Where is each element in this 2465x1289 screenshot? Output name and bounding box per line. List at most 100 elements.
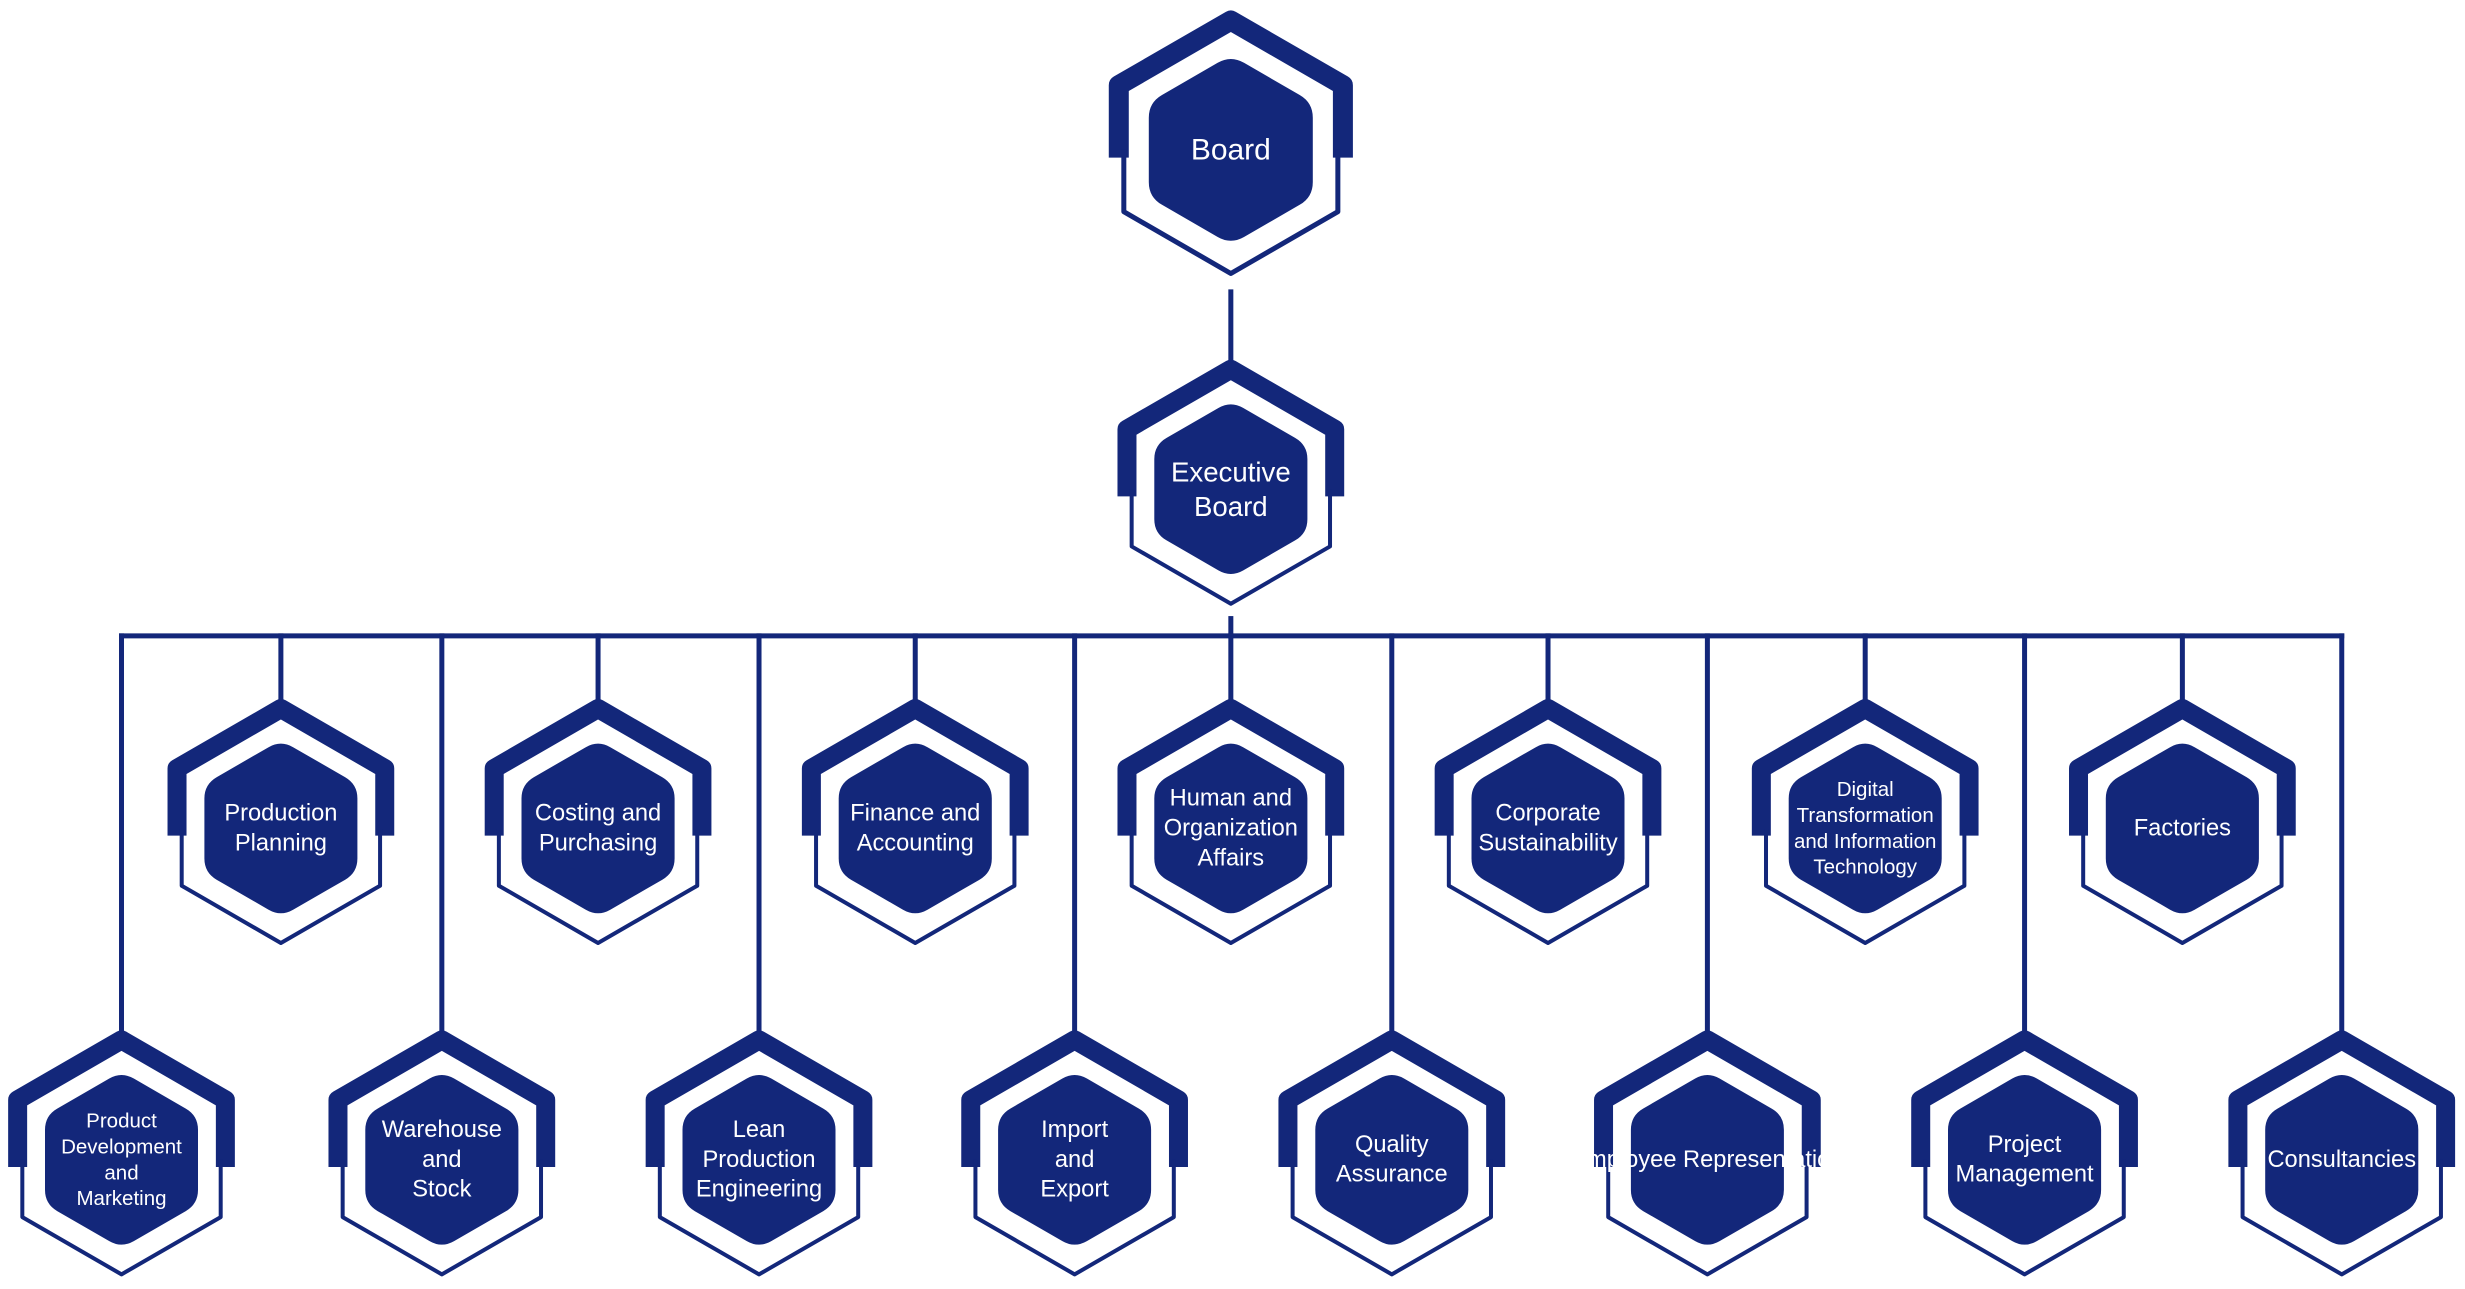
hexagon-core bbox=[838, 743, 992, 914]
hexagon-outer-frame bbox=[8, 1030, 235, 1168]
node-label-line: Planning bbox=[235, 830, 327, 856]
hexagon-core bbox=[521, 743, 675, 914]
node-label-line: and Information bbox=[1794, 830, 1936, 853]
hexagon-outer-frame bbox=[167, 699, 395, 836]
hexagon-core bbox=[682, 1075, 836, 1245]
node-label-line: Marketing bbox=[76, 1187, 166, 1210]
node-label-line: and bbox=[422, 1147, 461, 1173]
hexagon-outer-ring bbox=[2240, 1159, 2443, 1277]
node-label-line: Stock bbox=[412, 1177, 471, 1203]
hexagon-outer-frame bbox=[961, 1030, 1188, 1168]
hexagon-outer-ring bbox=[1446, 828, 1650, 945]
hexagon-outer-ring bbox=[1923, 1159, 2126, 1277]
node-label-line: Human and bbox=[1170, 786, 1292, 812]
hexagon-core bbox=[1154, 404, 1308, 574]
hexagon-core bbox=[1471, 743, 1625, 914]
node-label-line: Costing and bbox=[535, 801, 661, 827]
hexagon-outer-ring bbox=[1129, 828, 1333, 945]
hexagon-outer-ring bbox=[2081, 828, 2284, 945]
connector-lines bbox=[119, 289, 2345, 1032]
hexagon-outer-ring bbox=[1764, 828, 1967, 945]
hexagon-outer-frame bbox=[1278, 1030, 1506, 1168]
node-label-line: Transformation bbox=[1797, 804, 1934, 827]
node-label-line: Assurance bbox=[1336, 1162, 1448, 1188]
hexagon-outer-frame bbox=[2228, 1030, 2456, 1168]
hexagon-outer-frame bbox=[2069, 699, 2296, 836]
node-label-line: Employee Representation bbox=[1571, 1147, 1843, 1173]
hexagon-outer-ring bbox=[814, 828, 1017, 945]
node-label-line: Board bbox=[1191, 133, 1271, 166]
hexagon-outer-frame bbox=[1911, 1030, 2138, 1168]
node-label-line: Board bbox=[1194, 491, 1268, 522]
hexagon-outer-ring bbox=[973, 1159, 1176, 1277]
node-board[interactable]: Board bbox=[1108, 10, 1353, 276]
hexagon-core bbox=[365, 1075, 519, 1245]
hexagon-core bbox=[204, 743, 358, 914]
hexagon-core bbox=[2105, 743, 2259, 914]
hexagon-outer-ring bbox=[340, 1159, 544, 1277]
node-label-line: and bbox=[1055, 1147, 1094, 1173]
node-label-line: Digital bbox=[1837, 778, 1894, 801]
node-consultancies[interactable]: Consultancies bbox=[2228, 1030, 2456, 1277]
hexagon-core bbox=[1148, 59, 1313, 241]
hexagon-core bbox=[1948, 1075, 2102, 1245]
node-label-line: Lean bbox=[733, 1117, 786, 1143]
hexagon-outer-ring bbox=[1290, 1159, 1493, 1277]
node-label-line: Production bbox=[702, 1147, 815, 1173]
node-label-line: Management bbox=[1956, 1162, 2095, 1188]
hexagon-outer-frame bbox=[645, 1030, 873, 1168]
node-label-line: Organization bbox=[1164, 815, 1298, 841]
node-label-line: Consultancies bbox=[2267, 1147, 2416, 1173]
hexagon-outer-frame bbox=[1751, 699, 1979, 836]
hexagon-outer-ring bbox=[20, 1159, 223, 1277]
hexagon-outer-ring bbox=[1121, 149, 1341, 276]
hexagon-core bbox=[1315, 1075, 1469, 1245]
hexagon-outer-ring bbox=[179, 828, 383, 945]
node-label-line: Affairs bbox=[1198, 845, 1265, 871]
hexagon-outer-frame bbox=[484, 699, 712, 836]
node-label-line: Technology bbox=[1813, 856, 1917, 879]
hexagon-outer-frame bbox=[1117, 359, 1345, 497]
hexagon-core bbox=[1788, 743, 1942, 914]
node-label-line: Executive bbox=[1171, 456, 1291, 487]
hexagon-outer-frame bbox=[1594, 1030, 1821, 1168]
node-label-line: Finance and bbox=[850, 801, 980, 827]
hexagon-outer-frame bbox=[1434, 699, 1662, 836]
org-nodes: BoardExecutiveBoardProductionPlanningCos… bbox=[8, 10, 2456, 1277]
node-label-line: and bbox=[104, 1161, 138, 1184]
node-employee-representation[interactable]: Employee Representation bbox=[1571, 1030, 1844, 1277]
hexagon-outer-frame bbox=[1117, 699, 1345, 836]
node-label-line: Product bbox=[86, 1110, 157, 1133]
hexagon-outer-frame bbox=[1108, 10, 1353, 158]
hexagon-outer-frame bbox=[328, 1030, 556, 1168]
node-label-line: Engineering bbox=[696, 1177, 822, 1203]
hexagon-core bbox=[45, 1075, 198, 1245]
hexagon-outer-frame bbox=[801, 699, 1029, 836]
hexagon-core bbox=[2265, 1075, 2419, 1245]
node-label-line: Project bbox=[1988, 1132, 2062, 1158]
node-factories[interactable]: Factories bbox=[2069, 699, 2296, 945]
hexagon-core bbox=[1154, 743, 1308, 914]
node-label-line: Accounting bbox=[857, 830, 974, 856]
hexagon-outer-ring bbox=[1129, 489, 1333, 606]
node-label-line: Warehouse bbox=[382, 1117, 502, 1143]
node-label-line: Export bbox=[1040, 1177, 1109, 1203]
node-label-line: Import bbox=[1041, 1117, 1108, 1143]
hexagon-outer-ring bbox=[496, 828, 700, 945]
node-label-line: Factories bbox=[2134, 815, 2231, 841]
node-label-line: Sustainability bbox=[1478, 830, 1618, 856]
hexagon-core bbox=[998, 1075, 1152, 1245]
